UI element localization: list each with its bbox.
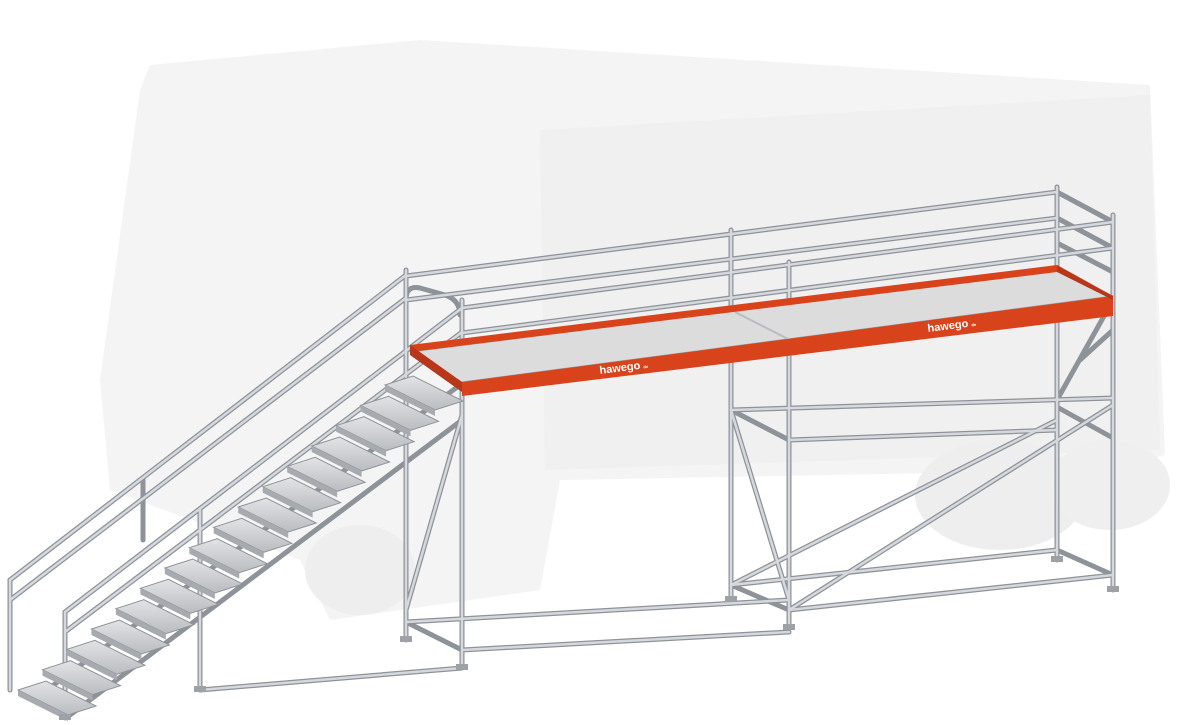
- brand-logo-front: hawego: [599, 360, 641, 377]
- stair-tread-edge: [360, 405, 411, 437]
- base-plates: [59, 556, 1119, 720]
- svg-text:hawego de: hawego de: [599, 359, 650, 377]
- stair-tread-edge: [385, 385, 435, 416]
- stair-tread: [383, 375, 465, 411]
- stair-tread-edge: [311, 446, 362, 477]
- stair-tread-edge: [238, 507, 289, 538]
- stair-tread: [285, 456, 367, 492]
- stair-tread-edge: [91, 629, 142, 660]
- stair-tread-edge: [66, 649, 117, 681]
- stair-tread-edge: [336, 425, 387, 457]
- stair-tread-edge: [287, 466, 338, 498]
- svg-text:hawego de: hawego de: [927, 317, 978, 335]
- stair-treads: [16, 375, 465, 721]
- stair-tread-edge: [42, 669, 93, 701]
- stair-tread: [359, 395, 440, 431]
- stair-tread-edge: [18, 690, 68, 721]
- stair-tread-edge: [213, 527, 264, 559]
- stair-tread-edge: [115, 608, 166, 640]
- stair-tread-edge: [164, 568, 215, 599]
- brand-logo-rear: hawego: [927, 318, 969, 335]
- stair-tread: [261, 477, 342, 513]
- brand-logo-front-suffix: de: [643, 364, 649, 370]
- stair-tread-edge: [189, 547, 240, 579]
- stair-tread: [334, 416, 416, 452]
- stair-tread-edge: [262, 486, 313, 518]
- stair-tread-edge: [140, 588, 191, 620]
- platform-deck: hawego de hawego de: [408, 265, 1115, 396]
- stair-tread: [310, 436, 391, 472]
- brand-logo-rear-suffix: de: [971, 322, 977, 328]
